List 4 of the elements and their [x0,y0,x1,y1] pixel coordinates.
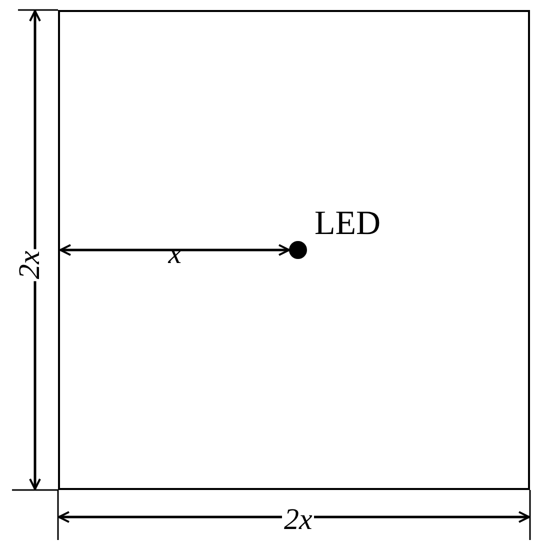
square-frame [58,10,530,490]
component-label: LED [314,206,381,240]
dimension-arrow [60,244,290,256]
led-dot [288,240,306,258]
